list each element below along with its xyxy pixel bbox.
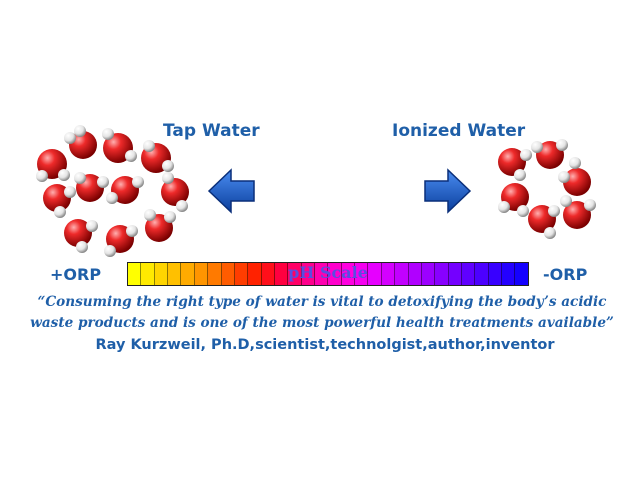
positive-orp-label: +ORP — [50, 265, 102, 284]
water-molecule — [531, 139, 568, 169]
ionized-water-title: Ionized Water — [392, 121, 526, 141]
ph-scale-segment — [435, 263, 449, 285]
water-molecule — [144, 209, 176, 242]
ph-scale-segment — [128, 263, 142, 285]
ph-scale-segment — [261, 263, 275, 285]
ph-scale-segment — [315, 263, 329, 285]
negative-orp-label: -ORP — [543, 265, 588, 284]
water-molecule — [558, 157, 591, 196]
ph-scale-segment — [395, 263, 409, 285]
ph-scale-segment — [488, 263, 503, 285]
tap-water-molecule-cluster — [36, 125, 189, 257]
tap-water-title: Tap Water — [163, 121, 260, 141]
ph-scale-segment — [194, 263, 209, 285]
ph-scale-segment — [408, 263, 422, 285]
ph-scale-segment — [341, 263, 356, 285]
ph-scale-segment — [355, 263, 369, 285]
ph-scale-segment — [168, 263, 182, 285]
ph-scale-segment — [274, 263, 289, 285]
ph-scale-segment — [141, 263, 155, 285]
quote-line: waste products and is one of the most po… — [30, 315, 614, 331]
ph-scale-segment — [234, 263, 249, 285]
arrow-left-icon — [207, 168, 255, 214]
ph-scale-segment — [154, 263, 169, 285]
ph-scale-segment — [461, 263, 476, 285]
water-molecule — [104, 225, 138, 257]
water-molecule — [64, 125, 97, 159]
quote: “Consuming the right type of water is vi… — [22, 292, 622, 334]
quote-line: “Consuming the right type of water is vi… — [37, 294, 607, 310]
water-molecule — [560, 195, 596, 229]
water-molecule — [74, 172, 109, 202]
ionized-water-molecule-ring — [498, 139, 596, 239]
water-molecule — [528, 205, 560, 239]
ph-scale-segment — [515, 263, 528, 285]
ph-scale-segment — [221, 263, 235, 285]
ph-scale-segment — [381, 263, 396, 285]
ph-scale-segment — [475, 263, 489, 285]
water-molecule — [498, 183, 529, 217]
ph-scale-segment — [421, 263, 436, 285]
ph-scale-segment — [288, 263, 302, 285]
ph-scale-segment — [208, 263, 222, 285]
water-molecule — [106, 176, 144, 204]
ph-scale-segment — [502, 263, 516, 285]
ph-scale-segment — [301, 263, 316, 285]
water-molecule — [102, 128, 137, 163]
water-molecule — [43, 184, 76, 218]
water-molecule — [498, 148, 532, 181]
water-molecule — [64, 219, 98, 253]
water-molecule — [141, 140, 174, 173]
arrow-right-icon — [424, 168, 472, 214]
ph-scale-segment — [448, 263, 462, 285]
ph-scale-segment — [248, 263, 262, 285]
water-molecule — [36, 149, 70, 182]
water-molecule — [161, 172, 189, 212]
quote-author: Ray Kurzweil, Ph.D,scientist,technolgist… — [95, 337, 555, 353]
ph-scale-bar — [127, 262, 529, 286]
ph-scale-segment — [181, 263, 195, 285]
ph-scale-segment — [368, 263, 382, 285]
ph-scale-segment — [328, 263, 342, 285]
